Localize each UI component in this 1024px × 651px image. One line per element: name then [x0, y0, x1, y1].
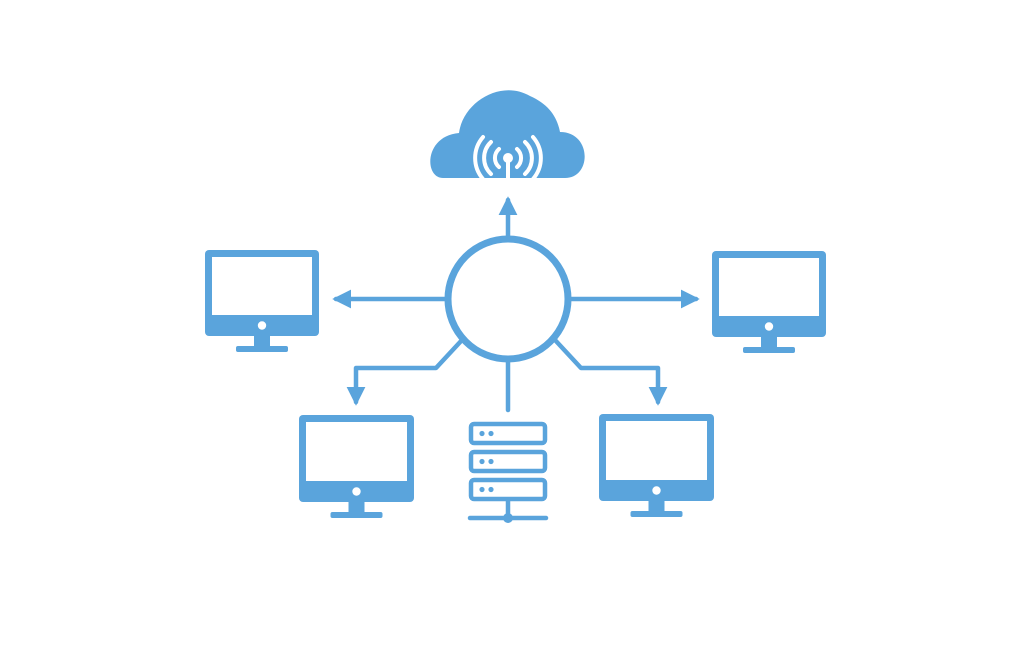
monitor-left-icon — [205, 250, 319, 352]
edge-hub-to-monitor-bottom-right — [552, 337, 668, 406]
monitor-bottom-left-icon — [299, 415, 414, 518]
server-rack-icon — [467, 421, 549, 523]
monitor-right-icon — [712, 251, 826, 353]
connections — [332, 196, 700, 413]
cloud-wifi-icon — [430, 90, 585, 184]
hub-circle — [444, 235, 572, 363]
edge-hub-to-monitor-bottom-left — [346, 337, 465, 406]
monitor-bottom-right-icon — [599, 414, 714, 517]
